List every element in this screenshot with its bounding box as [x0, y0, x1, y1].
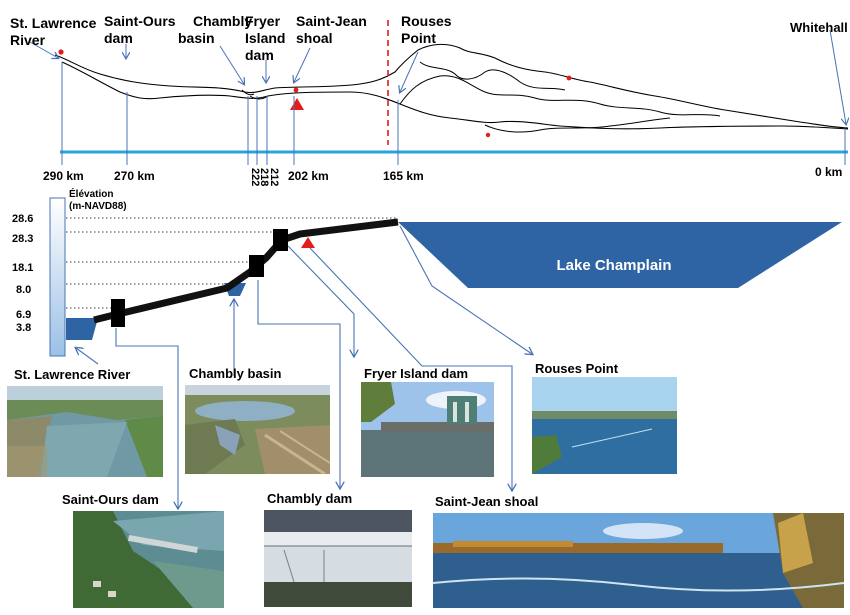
dam-fryer — [273, 229, 288, 251]
photo-chambly-dam — [264, 510, 412, 607]
river-trace-4 — [419, 61, 566, 91]
dam-saint-ours — [111, 299, 125, 327]
shoal-marker-profile — [301, 237, 315, 248]
river-trace-5 — [484, 117, 671, 133]
elevation-axis-title: Élévation (m-NAVD88) — [69, 187, 127, 212]
caption-saint-ours: Saint-Ours dam — [62, 492, 159, 507]
photo-rouses — [532, 377, 677, 474]
km-165: 165 km — [383, 169, 424, 183]
lake-champlain-label: Lake Champlain — [556, 257, 671, 274]
photo-saint-jean — [433, 513, 844, 608]
photo-saint-ours — [73, 511, 224, 608]
elevation-scale-bar — [49, 197, 66, 357]
tick-18-1: 18.1 — [12, 262, 33, 274]
st-lawrence-basin — [66, 318, 98, 340]
photo-fryer — [361, 382, 494, 477]
km-0: 0 km — [815, 165, 842, 179]
km-218: 218 — [258, 168, 270, 186]
label-saint-jean: Saint-Jean shoal — [296, 13, 371, 46]
tick-labels: 28.6 28.3 18.1 8.0 6.9 3.8 — [12, 213, 33, 334]
photo-connectors — [76, 225, 532, 508]
caption-chambly-basin: Chambly basin — [189, 366, 282, 381]
tick-3-8: 3.8 — [16, 322, 31, 334]
km-ticks — [61, 62, 846, 165]
label-whitehall: Whitehall — [790, 20, 848, 35]
river-profile-line — [93, 218, 399, 324]
tick-28-3: 28.3 — [12, 233, 33, 245]
river-map — [54, 43, 849, 133]
km-202: 202 km — [288, 169, 329, 183]
km-270: 270 km — [114, 169, 155, 183]
dam-chambly — [249, 255, 264, 277]
river-trace-6 — [241, 89, 269, 100]
km-212: 212 — [268, 168, 280, 186]
label-st-lawrence: St. Lawrence River — [10, 15, 100, 48]
river-trace-2 — [61, 61, 849, 130]
marker-dot-1 — [58, 49, 64, 55]
caption-chambly-dam: Chambly dam — [267, 491, 353, 506]
shoal-marker-triangle — [290, 98, 304, 110]
tick-6-9: 6.9 — [16, 309, 31, 321]
marker-dot-2 — [293, 87, 299, 93]
level-guides — [66, 217, 398, 309]
tick-28-6: 28.6 — [12, 213, 33, 225]
caption-fryer: Fryer Island dam — [364, 366, 469, 381]
km-290: 290 km — [43, 169, 84, 183]
marker-dot-4 — [485, 132, 491, 138]
label-chambly: Chambly basin — [178, 13, 256, 46]
marker-dot-3 — [566, 75, 572, 81]
photo-st-lawrence — [7, 386, 163, 477]
river-trace — [54, 43, 849, 129]
label-saint-ours: Saint-Ours dam — [104, 13, 179, 46]
km-222: 222 — [249, 168, 261, 186]
label-rouses: Rouses Point — [401, 13, 455, 46]
caption-saint-jean: Saint-Jean shoal — [435, 494, 539, 509]
label-fryer: Fryer Island dam — [245, 13, 289, 63]
photo-chambly-basin — [185, 385, 330, 474]
caption-st-lawrence: St. Lawrence River — [14, 367, 131, 382]
river-trace-3 — [399, 75, 721, 117]
caption-rouses: Rouses Point — [535, 361, 619, 376]
tick-8-0: 8.0 — [16, 284, 31, 296]
lake-champlain-shape — [398, 222, 842, 288]
place-pointers — [29, 29, 846, 124]
